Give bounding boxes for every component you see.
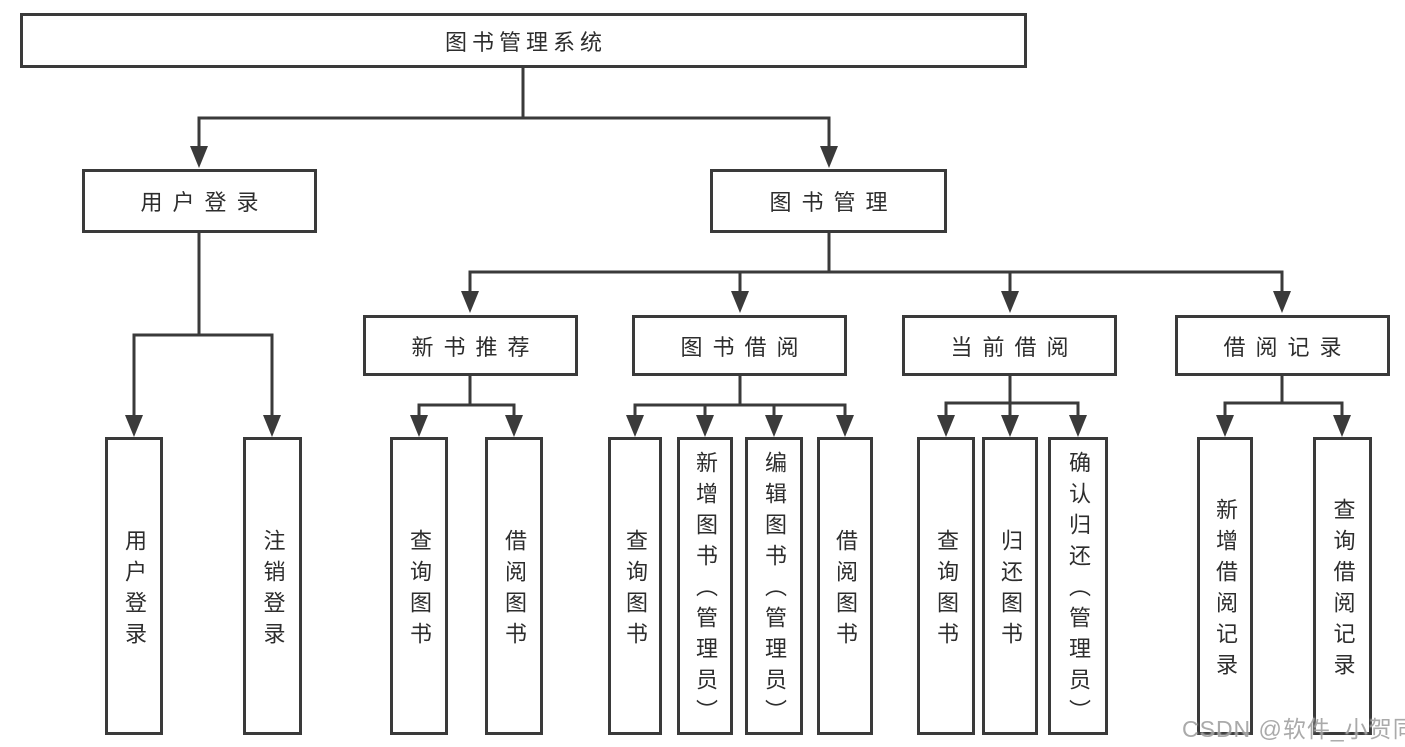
node-book-borrow: 图书借阅 [632, 315, 847, 376]
node-label: 查询图书 [623, 528, 648, 653]
node-label: 用户登录 [122, 528, 147, 653]
node-query-books-current: 查询图书 [917, 437, 975, 735]
node-borrow-books: 借阅图书 [817, 437, 873, 735]
node-label: 借阅图书 [502, 528, 527, 653]
node-add-borrow-record: 新增借阅记录 [1197, 437, 1253, 735]
node-label: 用户登录 [140, 190, 269, 215]
node-label: 借阅记录 [1223, 334, 1352, 360]
node-label: 新增图书（管理员） [693, 451, 718, 730]
node-label: 编辑图书（管理员） [762, 451, 787, 730]
node-logout: 注销登录 [243, 437, 302, 735]
node-label: 新书推荐 [411, 334, 540, 360]
node-user-login-module: 用户登录 [82, 169, 317, 233]
node-label: 查询借阅记录 [1330, 497, 1356, 684]
node-borrow-books-recommend: 借阅图书 [485, 437, 543, 735]
node-query-books-borrow: 查询图书 [608, 437, 662, 735]
node-user-login: 用户登录 [105, 437, 163, 735]
node-borrow-records: 借阅记录 [1175, 315, 1390, 376]
node-label: 查询图书 [407, 528, 432, 653]
node-new-book-recommend: 新书推荐 [363, 315, 578, 376]
arrowheads [125, 146, 1351, 437]
node-label: 图书管理系统 [444, 29, 607, 55]
node-label: 当前借阅 [950, 334, 1079, 360]
node-label: 确认归还（管理员） [1066, 451, 1091, 730]
node-label: 图书借阅 [680, 334, 809, 360]
node-label: 图书管理 [769, 190, 898, 215]
csdn-watermark: CSDN @软件_小贺同学 [1182, 716, 1405, 742]
node-edit-book-admin: 编辑图书（管理员） [745, 437, 803, 735]
node-add-book-admin: 新增图书（管理员） [677, 437, 733, 735]
node-current-borrow: 当前借阅 [902, 315, 1117, 376]
node-label: 新增借阅记录 [1213, 497, 1238, 684]
node-label: 注销登录 [260, 528, 286, 653]
node-query-borrow-record: 查询借阅记录 [1313, 437, 1372, 735]
node-query-books-recommend: 查询图书 [390, 437, 448, 735]
node-label: 归还图书 [998, 528, 1023, 653]
node-return-books: 归还图书 [982, 437, 1038, 735]
node-label: 查询图书 [934, 528, 959, 653]
node-label: 借阅图书 [833, 528, 858, 653]
node-confirm-return-admin: 确认归还（管理员） [1048, 437, 1108, 735]
node-book-management-module: 图书管理 [710, 169, 947, 233]
node-library-management-system: 图书管理系统 [20, 13, 1027, 68]
